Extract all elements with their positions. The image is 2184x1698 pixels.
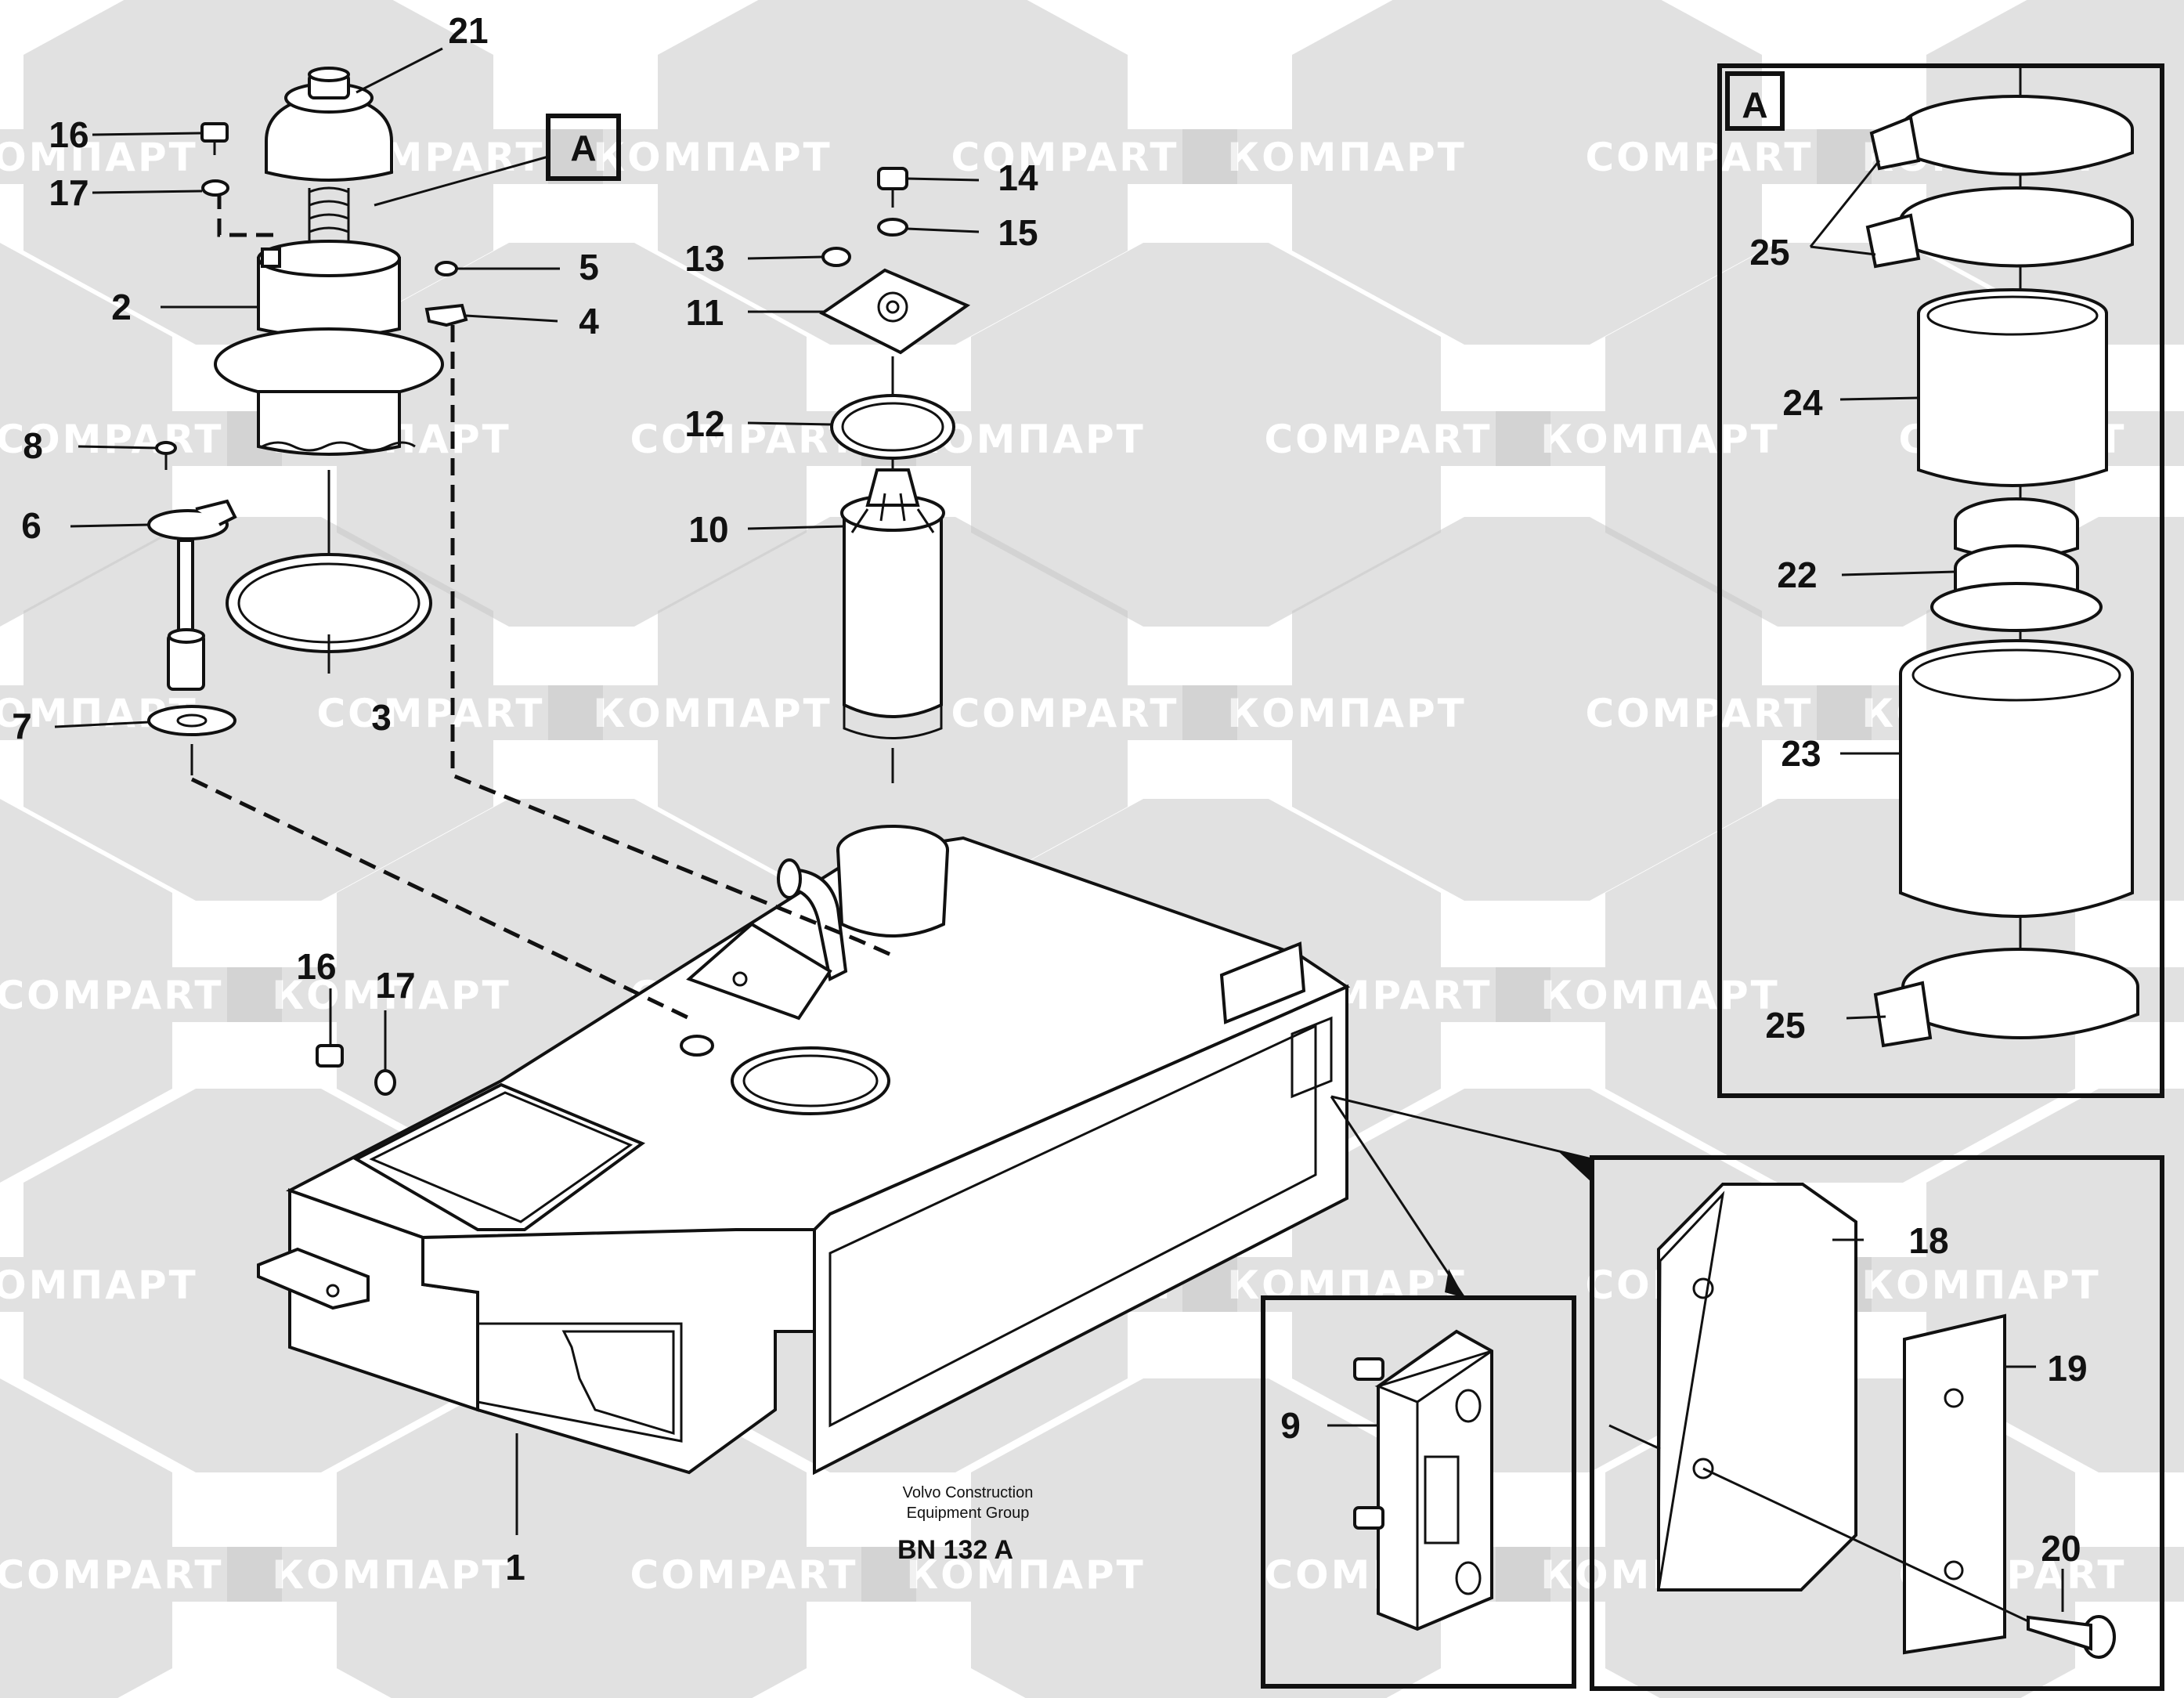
callout-2: 2 xyxy=(111,287,132,327)
callout-16-top: 16 xyxy=(49,114,88,155)
watermark-text-left: КОМПАРТ xyxy=(0,1263,198,1308)
callout-6: 6 xyxy=(21,505,42,546)
level-sensor xyxy=(147,441,691,1021)
detail-connector-frame xyxy=(1261,1295,1576,1689)
callout-8: 8 xyxy=(23,425,43,466)
watermark-text-left: КОМПАРТ xyxy=(1227,691,1466,736)
callout-20: 20 xyxy=(2041,1528,2081,1569)
watermark-text-left: КОМПАРТ xyxy=(1227,1263,1466,1308)
callout-17-bottom: 17 xyxy=(375,965,415,1006)
watermark-text-left: КОМПАРТ xyxy=(0,135,198,180)
watermark-text-right: COMPART xyxy=(1264,417,1492,462)
caption-block: Volvo Construction Equipment Group BN 13… xyxy=(897,1484,1033,1565)
callout-15: 15 xyxy=(998,212,1038,253)
watermark-text-left: КОМПАРТ xyxy=(1861,1263,2100,1308)
callout-18: 18 xyxy=(1908,1220,1948,1261)
watermark-text-right: COMPART xyxy=(0,973,224,1018)
watermark-text-left: КОМПАРТ xyxy=(593,135,832,180)
callout-leaders xyxy=(54,47,2064,1612)
filler-cap-assembly xyxy=(200,67,444,674)
caption-line-2: Equipment Group xyxy=(907,1505,1030,1522)
callout-9: 9 xyxy=(1280,1405,1301,1446)
return-filter xyxy=(819,167,971,783)
detail-marker-a-label: A xyxy=(570,128,596,168)
watermark-text-right: COMPART xyxy=(1585,691,1813,736)
callout-23: 23 xyxy=(1781,733,1821,774)
watermark-text-left: КОМПАРТ xyxy=(1227,135,1466,180)
callout-19: 19 xyxy=(2047,1348,2087,1389)
detail-connectors xyxy=(1330,1095,1593,1299)
callout-25-top: 25 xyxy=(1749,232,1789,273)
watermark-text-left: КОМПАРТ xyxy=(1540,973,1779,1018)
callout-13: 13 xyxy=(684,238,724,279)
callout-numbers: 21 16 17 2 5 4 8 6 7 3 14 15 13 11 12 10… xyxy=(12,10,2087,1588)
callout-14: 14 xyxy=(998,157,1038,198)
watermark-text-left: КОМПАРТ xyxy=(906,1552,1145,1598)
watermark-text-right: COMPART xyxy=(951,135,1179,180)
hydraulic-tank xyxy=(257,825,1351,1476)
callout-3: 3 xyxy=(371,697,392,738)
drawing-code: BN 132 A xyxy=(897,1535,1013,1565)
watermark-text-right: COMPART xyxy=(1585,135,1813,180)
detail-plate-frame xyxy=(1590,1155,2164,1691)
callout-1: 1 xyxy=(505,1547,525,1588)
watermark-text-left: КОМПАРТ xyxy=(593,691,832,736)
watermark-text-right: COMPART xyxy=(630,1552,857,1598)
watermark-tile: КОМПАРТ COMPART xyxy=(1182,0,1872,345)
callout-24: 24 xyxy=(1782,382,1823,423)
callout-10: 10 xyxy=(688,509,728,550)
detail-frame-a-label: A xyxy=(1742,85,1767,125)
watermark-text-right: COMPART xyxy=(0,1552,224,1598)
breather-clip xyxy=(424,261,894,958)
callout-7: 7 xyxy=(12,706,32,746)
watermark-text-left: КОМПАРТ xyxy=(272,973,511,1018)
callout-11: 11 xyxy=(686,292,724,333)
callout-16-bottom: 16 xyxy=(296,946,336,987)
callout-17-top: 17 xyxy=(49,172,88,213)
callout-22: 22 xyxy=(1777,555,1817,595)
callout-4: 4 xyxy=(579,301,599,341)
watermark-tile: КОМПАРТ COMPART xyxy=(1182,517,1872,901)
watermark-text-right: COMPART xyxy=(316,691,544,736)
detail-marker-a: A xyxy=(374,114,621,207)
callout-25-bottom: 25 xyxy=(1765,1005,1805,1046)
caption-line-1: Volvo Construction xyxy=(903,1484,1034,1501)
callout-21: 21 xyxy=(448,10,488,51)
watermark-text-right: COMPART xyxy=(0,417,224,462)
callout-12: 12 xyxy=(684,403,724,444)
callout-5: 5 xyxy=(579,247,599,287)
detail-a-frame xyxy=(1717,63,2164,1098)
watermark-text-left: КОМПАРТ xyxy=(272,1552,511,1598)
watermark-text-left: КОМПАРТ xyxy=(1540,417,1779,462)
watermark-text-right: COMPART xyxy=(951,691,1179,736)
screw-washer-pair xyxy=(316,988,396,1096)
